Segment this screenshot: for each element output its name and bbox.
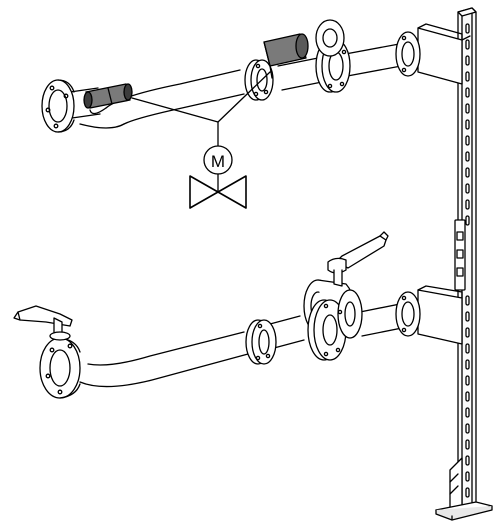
rail-clamp-slot — [456, 249, 464, 259]
lower-bracket-flange — [395, 291, 421, 337]
rail-slot — [465, 167, 470, 178]
lower-ball-valve — [303, 279, 363, 361]
rail-slot — [465, 327, 470, 338]
rail-slot — [465, 423, 470, 434]
rail-slot — [465, 103, 470, 114]
rail-slot — [465, 199, 470, 210]
rail-slot — [465, 87, 470, 98]
rail-slot — [465, 119, 470, 130]
rail-slot — [465, 215, 470, 226]
rail-slot — [465, 391, 470, 402]
upper-bracket-flange — [395, 31, 421, 77]
rail-slot — [465, 23, 470, 34]
rail-slot — [465, 439, 470, 450]
lower-left-flange — [39, 337, 81, 399]
valve-triangle-right — [217, 175, 247, 209]
valve-triangle-left — [189, 175, 219, 209]
rail-slot — [465, 471, 470, 482]
mounting-rail — [435, 7, 493, 521]
rail-clamp-slot — [456, 267, 464, 277]
upper-motor-actuator — [263, 33, 309, 79]
upper-wall-bracket — [417, 23, 471, 85]
rail-slot — [465, 455, 470, 466]
motor-letter: M — [211, 152, 225, 171]
rail-slot — [465, 183, 470, 194]
rail-slots — [465, 23, 470, 498]
rail-slot — [465, 295, 470, 306]
lower-wall-bracket — [417, 285, 463, 345]
rail-slot — [465, 311, 470, 322]
rail-slot — [465, 343, 470, 354]
rail-slot — [465, 135, 470, 146]
rail-slot — [465, 71, 470, 82]
rail-clamp-slot — [456, 231, 464, 241]
rail-slot — [465, 55, 470, 66]
upper-left-flange — [41, 79, 75, 133]
rail-slot — [465, 151, 470, 162]
lower-left-valve-handle — [13, 305, 73, 341]
upper-rear-flange — [315, 19, 345, 57]
lower-valve-handle — [327, 231, 389, 287]
rail-foot-brace — [449, 457, 463, 513]
rail-slot — [465, 359, 470, 370]
lower-middle-flange — [245, 319, 277, 365]
rail-slot — [465, 39, 470, 50]
leader-line-right — [217, 71, 271, 123]
upper-left-motor-valve — [83, 83, 133, 109]
leader-line-left — [131, 97, 219, 123]
upper-middle-flange — [244, 59, 274, 101]
rail-slot — [465, 407, 470, 418]
rail-slot — [465, 375, 470, 386]
motor-valve-symbol: M — [131, 71, 271, 209]
rail-slot — [465, 487, 470, 498]
